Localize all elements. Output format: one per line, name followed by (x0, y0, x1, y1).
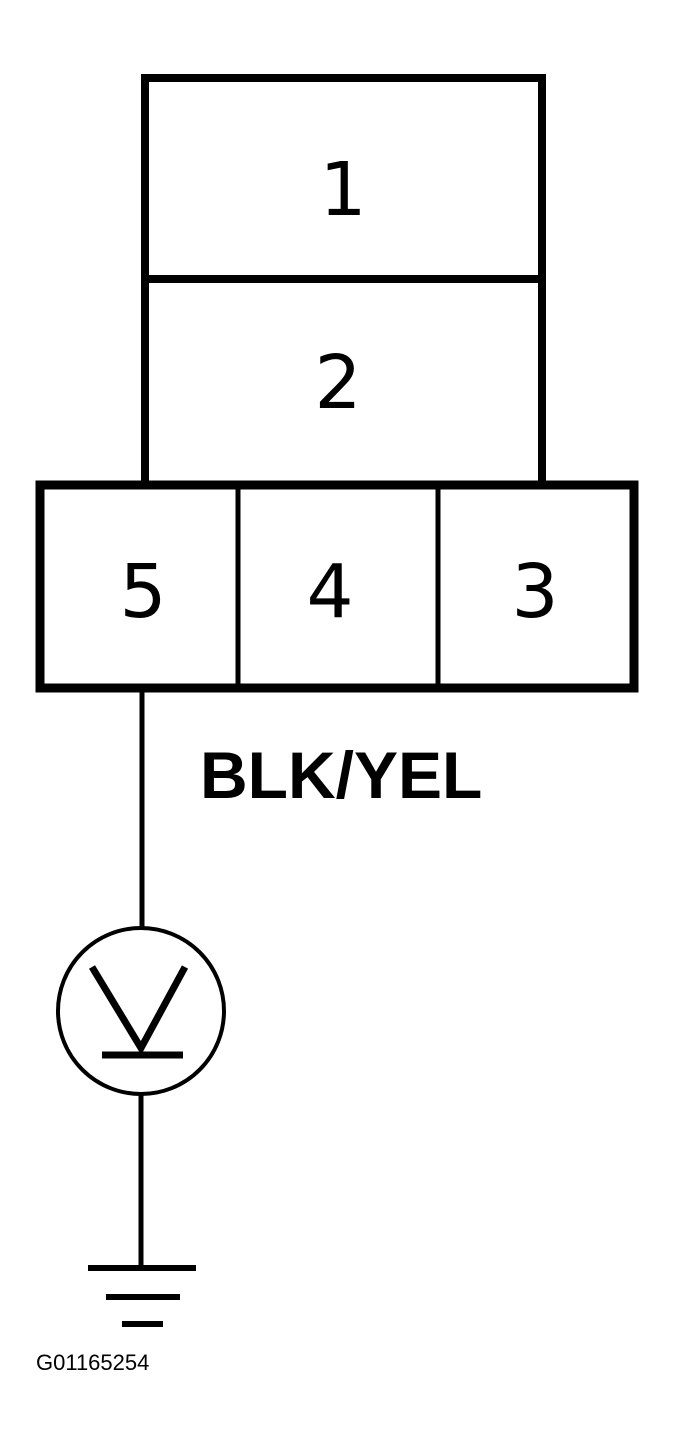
pin-2-label: 2 (314, 340, 361, 426)
connector-lower-block (35, 480, 639, 693)
voltmeter-icon (56, 926, 226, 1096)
pin-1-label: 1 (319, 147, 366, 233)
connector-lower-outline (35, 480, 639, 693)
wire-color-label: BLK/YEL (200, 738, 482, 812)
figure-id: G01165254 (36, 1350, 149, 1375)
pin-5-label: 5 (119, 549, 166, 635)
pin-4-label: 4 (306, 549, 353, 635)
ground-symbol-icon (88, 1265, 196, 1327)
pin-3-label: 3 (511, 549, 558, 635)
